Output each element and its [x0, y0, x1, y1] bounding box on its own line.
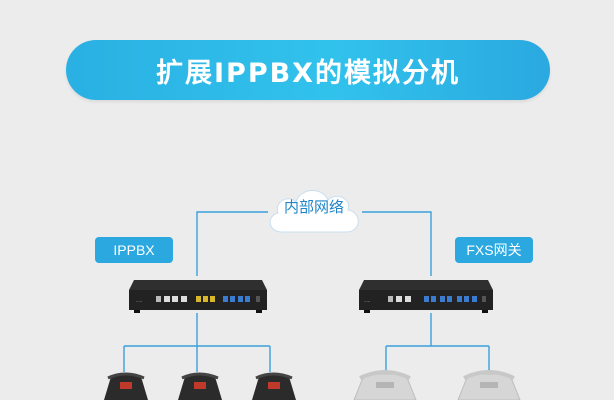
fxs-gateway-device: ·····: [359, 280, 493, 313]
analog-phone-icon: [252, 372, 296, 400]
analog-phone-icon: [104, 372, 148, 400]
analog-phone-icon: [178, 372, 222, 400]
cloud-icon: [269, 190, 359, 233]
ippbx-label: IPPBX: [95, 237, 173, 263]
svg-text:·····: ·····: [136, 299, 142, 304]
title-banner: 扩展IPPBX的模拟分机: [66, 40, 550, 100]
analog-phone-icon: [457, 370, 521, 400]
cloud-label: 内部网络: [283, 198, 344, 216]
line-cloud-fxs: [362, 211, 432, 276]
line-cloud-ippbx: [196, 211, 268, 276]
svg-text:·····: ·····: [364, 299, 370, 304]
ippbx-device: ·····: [129, 280, 267, 313]
banner-title: 扩展IPPBX的模拟分机: [155, 57, 461, 89]
analog-phone-icon: [353, 370, 417, 400]
fxs-gateway-label: FXS网关: [455, 237, 533, 263]
